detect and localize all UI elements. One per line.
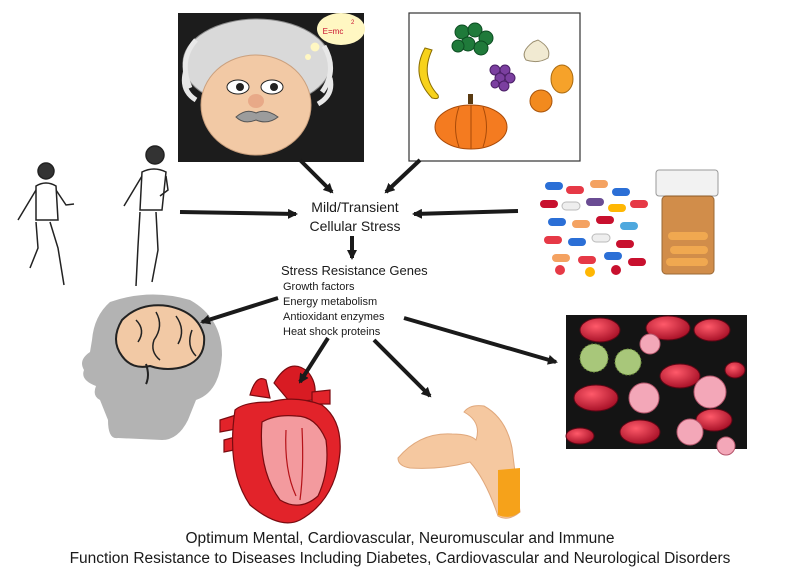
runner-left-icon <box>17 162 75 286</box>
apricot-icon <box>550 64 574 94</box>
grapes-icon <box>489 64 516 92</box>
pill-pile-icon <box>540 180 648 277</box>
arrow-food-to-stress <box>384 158 422 194</box>
einstein-mustache <box>235 110 279 123</box>
arrow-genes-to-blood <box>403 316 558 365</box>
bacteria-icon <box>579 343 642 376</box>
red-blood-cells-icon <box>565 315 746 445</box>
einstein-nose <box>248 94 264 108</box>
runner-right-icon <box>123 145 169 287</box>
cellular-stress-label: Mild/Transient Cellular Stress <box>300 198 410 236</box>
thought-bubble: E=mc 2 <box>305 13 365 60</box>
arrow-runners-to-stress <box>179 208 298 219</box>
heart-icon <box>219 365 341 524</box>
flexed-arm-icon <box>397 405 521 519</box>
caption-line2: Function Resistance to Diseases Includin… <box>69 550 731 567</box>
einstein-panel: E=mc 2 <box>178 13 365 162</box>
banana-icon <box>418 47 439 100</box>
food-panel <box>408 12 581 162</box>
stress-resistance-genes-title: Stress Resistance Genes <box>281 263 428 278</box>
arrow-genes-to-arm <box>372 338 432 398</box>
runners-illustration <box>17 145 169 287</box>
arrows <box>179 158 558 398</box>
arrow-pills-to-stress <box>412 208 519 219</box>
formula-text: E=mc <box>323 27 344 36</box>
cellular-stress-line2: Cellular Stress <box>309 218 401 234</box>
brain-head-icon <box>82 294 222 440</box>
blood-cells-panel <box>565 315 747 456</box>
caption-line1: Optimum Mental, Cardiovascular, Neuromus… <box>185 530 615 547</box>
gene-item-energy-metabolism: Energy metabolism <box>283 296 378 308</box>
leafy-greens-icon <box>451 22 494 56</box>
cellular-stress-line1: Mild/Transient <box>311 199 399 215</box>
pills-panel <box>540 169 719 277</box>
formula-exponent: 2 <box>351 20 355 26</box>
arrow-genes-to-heart <box>298 336 330 384</box>
gene-item-growth-factors: Growth factors <box>283 281 355 293</box>
arrow-genes-to-brain <box>200 296 279 325</box>
immune-cells-icon <box>628 333 736 456</box>
garlic-icon <box>523 39 550 63</box>
gene-item-antioxidant-enzymes: Antioxidant enzymes <box>283 311 385 323</box>
arrow-einstein-to-stress <box>298 158 334 194</box>
orange-icon <box>529 89 553 113</box>
gene-item-heat-shock-proteins: Heat shock proteins <box>283 326 381 338</box>
pill-bottle-icon <box>655 169 719 275</box>
